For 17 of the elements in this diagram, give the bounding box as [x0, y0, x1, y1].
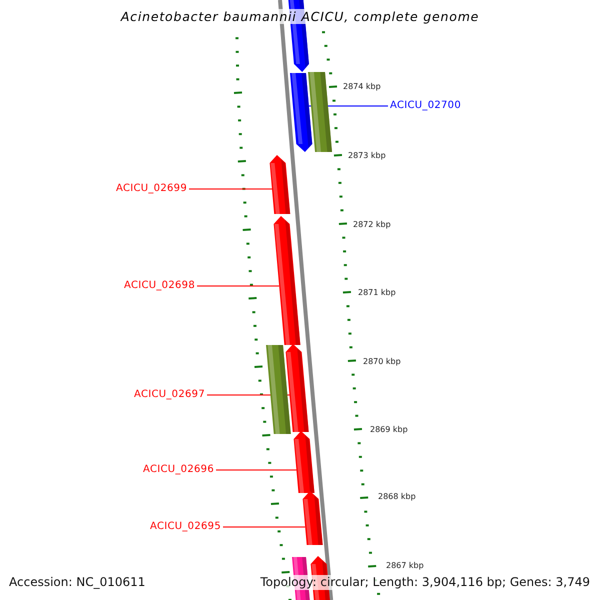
gene-label: ACICU_02699	[116, 183, 187, 195]
accession-text: Accession: NC_010611	[9, 575, 146, 590]
leader-line	[222, 526, 306, 528]
tick-label: 2873 kbp	[348, 151, 386, 161]
gene-label: ACICU_02700	[390, 100, 462, 112]
tick-label: 2874 kbp	[343, 82, 381, 92]
gene-label: ACICU_02697	[134, 389, 205, 401]
tick-label: 2869 kbp	[370, 425, 408, 435]
tick-label: 2870 kbp	[363, 357, 401, 367]
tick-label: 2871 kbp	[358, 288, 396, 298]
gene-label: ACICU_02695	[150, 521, 221, 533]
tick-label: 2868 kbp	[378, 492, 416, 502]
tick-label: 2872 kbp	[353, 220, 391, 230]
gene-label: ACICU_02696	[142, 464, 214, 476]
tick-label: 2867 kbp	[386, 561, 424, 571]
leader-line	[188, 188, 272, 190]
gene-label: ACICU_02698	[124, 280, 195, 292]
